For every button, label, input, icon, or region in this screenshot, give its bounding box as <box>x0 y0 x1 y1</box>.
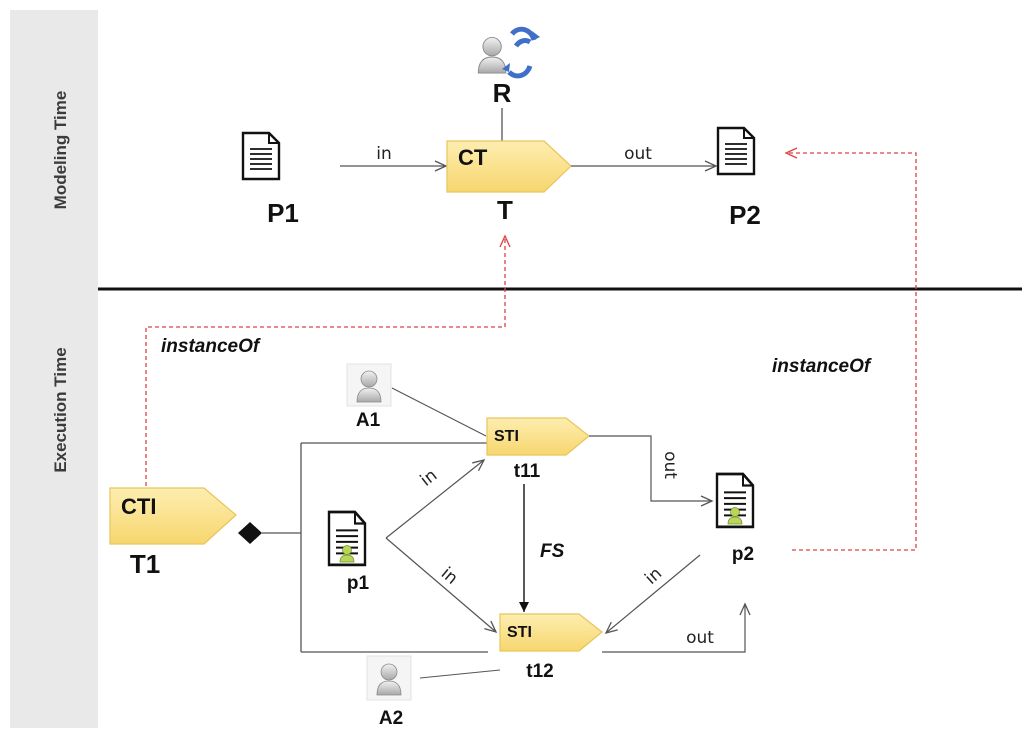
edge-label-in-t11: in <box>417 465 442 490</box>
edge-out-t12 <box>602 602 751 653</box>
lane-label-execution: Execution Time <box>51 347 70 472</box>
task-tag-t12: STI <box>507 624 532 641</box>
label-A2: A2 <box>379 708 403 729</box>
label-P2: P2 <box>729 200 761 230</box>
task-STI-t11 <box>486 417 590 456</box>
actor-A2 <box>366 655 412 701</box>
edge-in-t12-from-p2 <box>604 554 701 635</box>
document-icon-p1 <box>241 131 281 181</box>
label-T1: T1 <box>130 549 160 579</box>
label-T: T <box>497 195 513 225</box>
edge-label-in-right: in <box>641 564 666 589</box>
lane-label-modeling: Modeling Time <box>51 91 70 210</box>
label-t12: t12 <box>526 661 553 682</box>
edge-in-t11 <box>385 459 486 539</box>
actor-A1 <box>346 363 392 407</box>
document-icon-p1-exec <box>327 510 367 567</box>
role-icon <box>477 26 540 79</box>
edge-label-FS: FS <box>540 541 565 562</box>
task-tag-CTI: CTI <box>121 494 156 519</box>
task-tag-CT: CT <box>458 145 488 170</box>
document-icon-P2 <box>716 126 756 176</box>
label-p2: p2 <box>732 544 754 565</box>
edge-out-t11 <box>589 435 714 507</box>
task-CT <box>446 140 572 193</box>
label-R: R <box>493 78 512 108</box>
svg-text:Modeling Time: Modeling Time <box>51 91 70 210</box>
edge-label-out-t11: out <box>660 451 680 479</box>
lane-column <box>10 10 98 728</box>
edge-in-t12 <box>385 537 498 634</box>
composition-diamond <box>238 522 262 544</box>
label-t11: t11 <box>514 461 541 482</box>
instanceof-label-right: instanceOf <box>772 356 872 377</box>
task-CTI <box>109 487 237 545</box>
label-p1: p1 <box>347 573 370 594</box>
instanceof-label-left: instanceOf <box>161 336 261 357</box>
actor-link-A2 <box>419 669 501 679</box>
edge-label-out: out <box>624 144 652 164</box>
label-A1: A1 <box>356 410 381 431</box>
actor-link-A1 <box>391 387 487 437</box>
task-tag-t11: STI <box>494 428 519 445</box>
edge-label-in: in <box>376 144 392 164</box>
instanceof-link-right <box>784 147 917 551</box>
edge-label-out-t12: out <box>686 628 714 648</box>
label-P1: P1 <box>267 198 299 228</box>
task-STI-t12 <box>499 613 603 652</box>
instanceof-link-left <box>145 234 511 486</box>
svg-text:Execution Time: Execution Time <box>51 347 70 472</box>
document-icon-p2-exec <box>715 472 755 529</box>
